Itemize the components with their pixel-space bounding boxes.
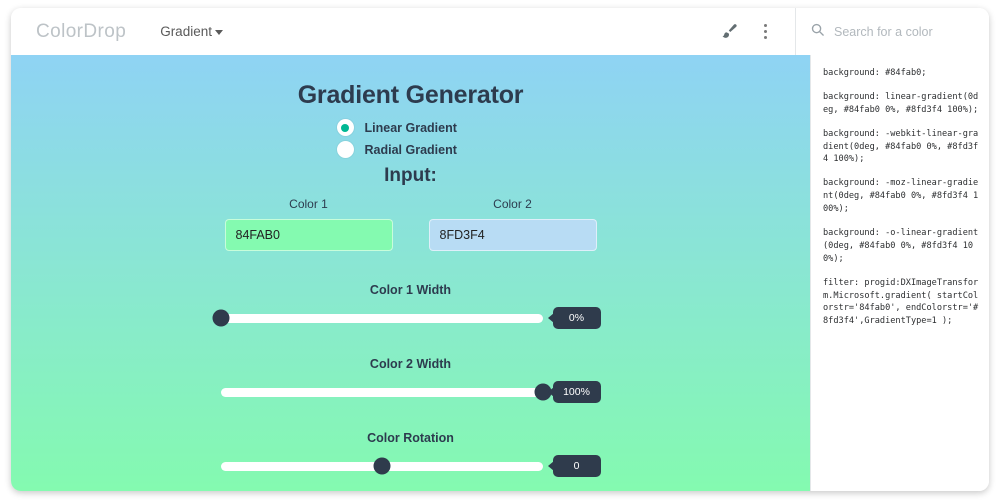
slider-color-1-width: Color 1 Width 0% bbox=[11, 283, 810, 329]
page-title: Gradient Generator bbox=[297, 81, 524, 109]
slider-color-2-width-row: 100% bbox=[11, 381, 810, 403]
top-bar: ColorDrop Gradient bbox=[11, 8, 989, 55]
input-heading: Input: bbox=[384, 165, 437, 186]
slider-color-1-width-row: 0% bbox=[11, 307, 810, 329]
top-bar-left: ColorDrop Gradient bbox=[11, 8, 713, 55]
slider-color-2-width: Color 2 Width 100% bbox=[11, 357, 810, 403]
slider-color-rotation: Color Rotation 0 bbox=[11, 431, 810, 477]
slider-color-rotation-track[interactable] bbox=[220, 457, 543, 475]
content-area: Gradient Generator Linear Gradient Radia… bbox=[11, 55, 989, 491]
css-code-panel: background: #84fab0; background: linear-… bbox=[810, 55, 989, 491]
kebab-dot bbox=[763, 36, 767, 39]
radio-linear-gradient-dot[interactable] bbox=[336, 119, 354, 136]
slider-color-1-width-label: Color 1 Width bbox=[369, 283, 452, 297]
slider-color-1-width-track[interactable] bbox=[212, 309, 543, 327]
slider-color-rotation-value: 0 bbox=[552, 455, 601, 477]
slider-color-1-width-handle[interactable] bbox=[212, 309, 229, 327]
slider-color-rotation-row: 0 bbox=[11, 455, 810, 477]
radio-linear-gradient-label: Linear Gradient bbox=[364, 120, 457, 135]
gradient-preview-panel: Gradient Generator Linear Gradient Radia… bbox=[11, 55, 810, 491]
search-bar[interactable] bbox=[795, 8, 989, 55]
slider-color-rotation-label: Color Rotation bbox=[367, 431, 454, 445]
app-window: ColorDrop Gradient bbox=[11, 8, 989, 491]
slider-color-2-width-value: 100% bbox=[552, 381, 601, 403]
slider-color-2-width-label: Color 2 Width bbox=[369, 357, 452, 371]
radio-linear-gradient[interactable]: Linear Gradient bbox=[336, 119, 485, 136]
css-code-line[interactable]: background: #84fab0; bbox=[823, 68, 927, 78]
css-code-line[interactable]: background: -webkit-linear-gradient(0deg… bbox=[823, 128, 979, 165]
nav-item-gradient[interactable]: Gradient bbox=[160, 24, 223, 39]
paintbrush-icon[interactable] bbox=[713, 16, 745, 48]
color-1-label: Color 1 bbox=[289, 197, 328, 211]
search-input[interactable] bbox=[834, 24, 959, 39]
gradient-type-radio-group: Linear Gradient Radial Gradient bbox=[11, 119, 810, 158]
slider-color-1-width-value: 0% bbox=[552, 307, 601, 329]
color-inputs-row: Color 1 Color 2 bbox=[11, 197, 810, 251]
color-1-group: Color 1 bbox=[224, 197, 393, 251]
kebab-dot bbox=[763, 24, 767, 27]
radio-radial-gradient[interactable]: Radial Gradient bbox=[336, 141, 485, 158]
slider-color-2-width-track[interactable] bbox=[220, 383, 551, 401]
css-code-line[interactable]: filter: progid:DXImageTransform.Microsof… bbox=[823, 277, 979, 327]
search-icon bbox=[810, 22, 825, 42]
more-vertical-icon[interactable] bbox=[749, 16, 781, 48]
color-2-input[interactable] bbox=[428, 219, 597, 251]
kebab-dots bbox=[763, 24, 767, 39]
radio-radial-gradient-dot[interactable] bbox=[336, 141, 354, 158]
app-brand: ColorDrop bbox=[36, 20, 127, 42]
color-2-group: Color 2 bbox=[428, 197, 597, 251]
top-bar-actions bbox=[713, 8, 795, 55]
css-code-line[interactable]: background: -moz-linear-gradient(0deg, #… bbox=[823, 178, 979, 215]
color-2-label: Color 2 bbox=[493, 197, 532, 211]
radio-radial-gradient-label: Radial Gradient bbox=[364, 142, 457, 157]
chevron-down-icon bbox=[214, 30, 223, 35]
kebab-dot bbox=[763, 30, 767, 33]
slider-color-rotation-handle[interactable] bbox=[373, 457, 390, 475]
nav-item-gradient-label: Gradient bbox=[160, 24, 212, 39]
css-code-line[interactable]: background: -o-linear-gradient(0deg, #84… bbox=[823, 228, 979, 264]
color-1-input[interactable] bbox=[224, 219, 393, 251]
css-code-line[interactable]: background: linear-gradient(0deg, #84fab… bbox=[823, 91, 979, 115]
